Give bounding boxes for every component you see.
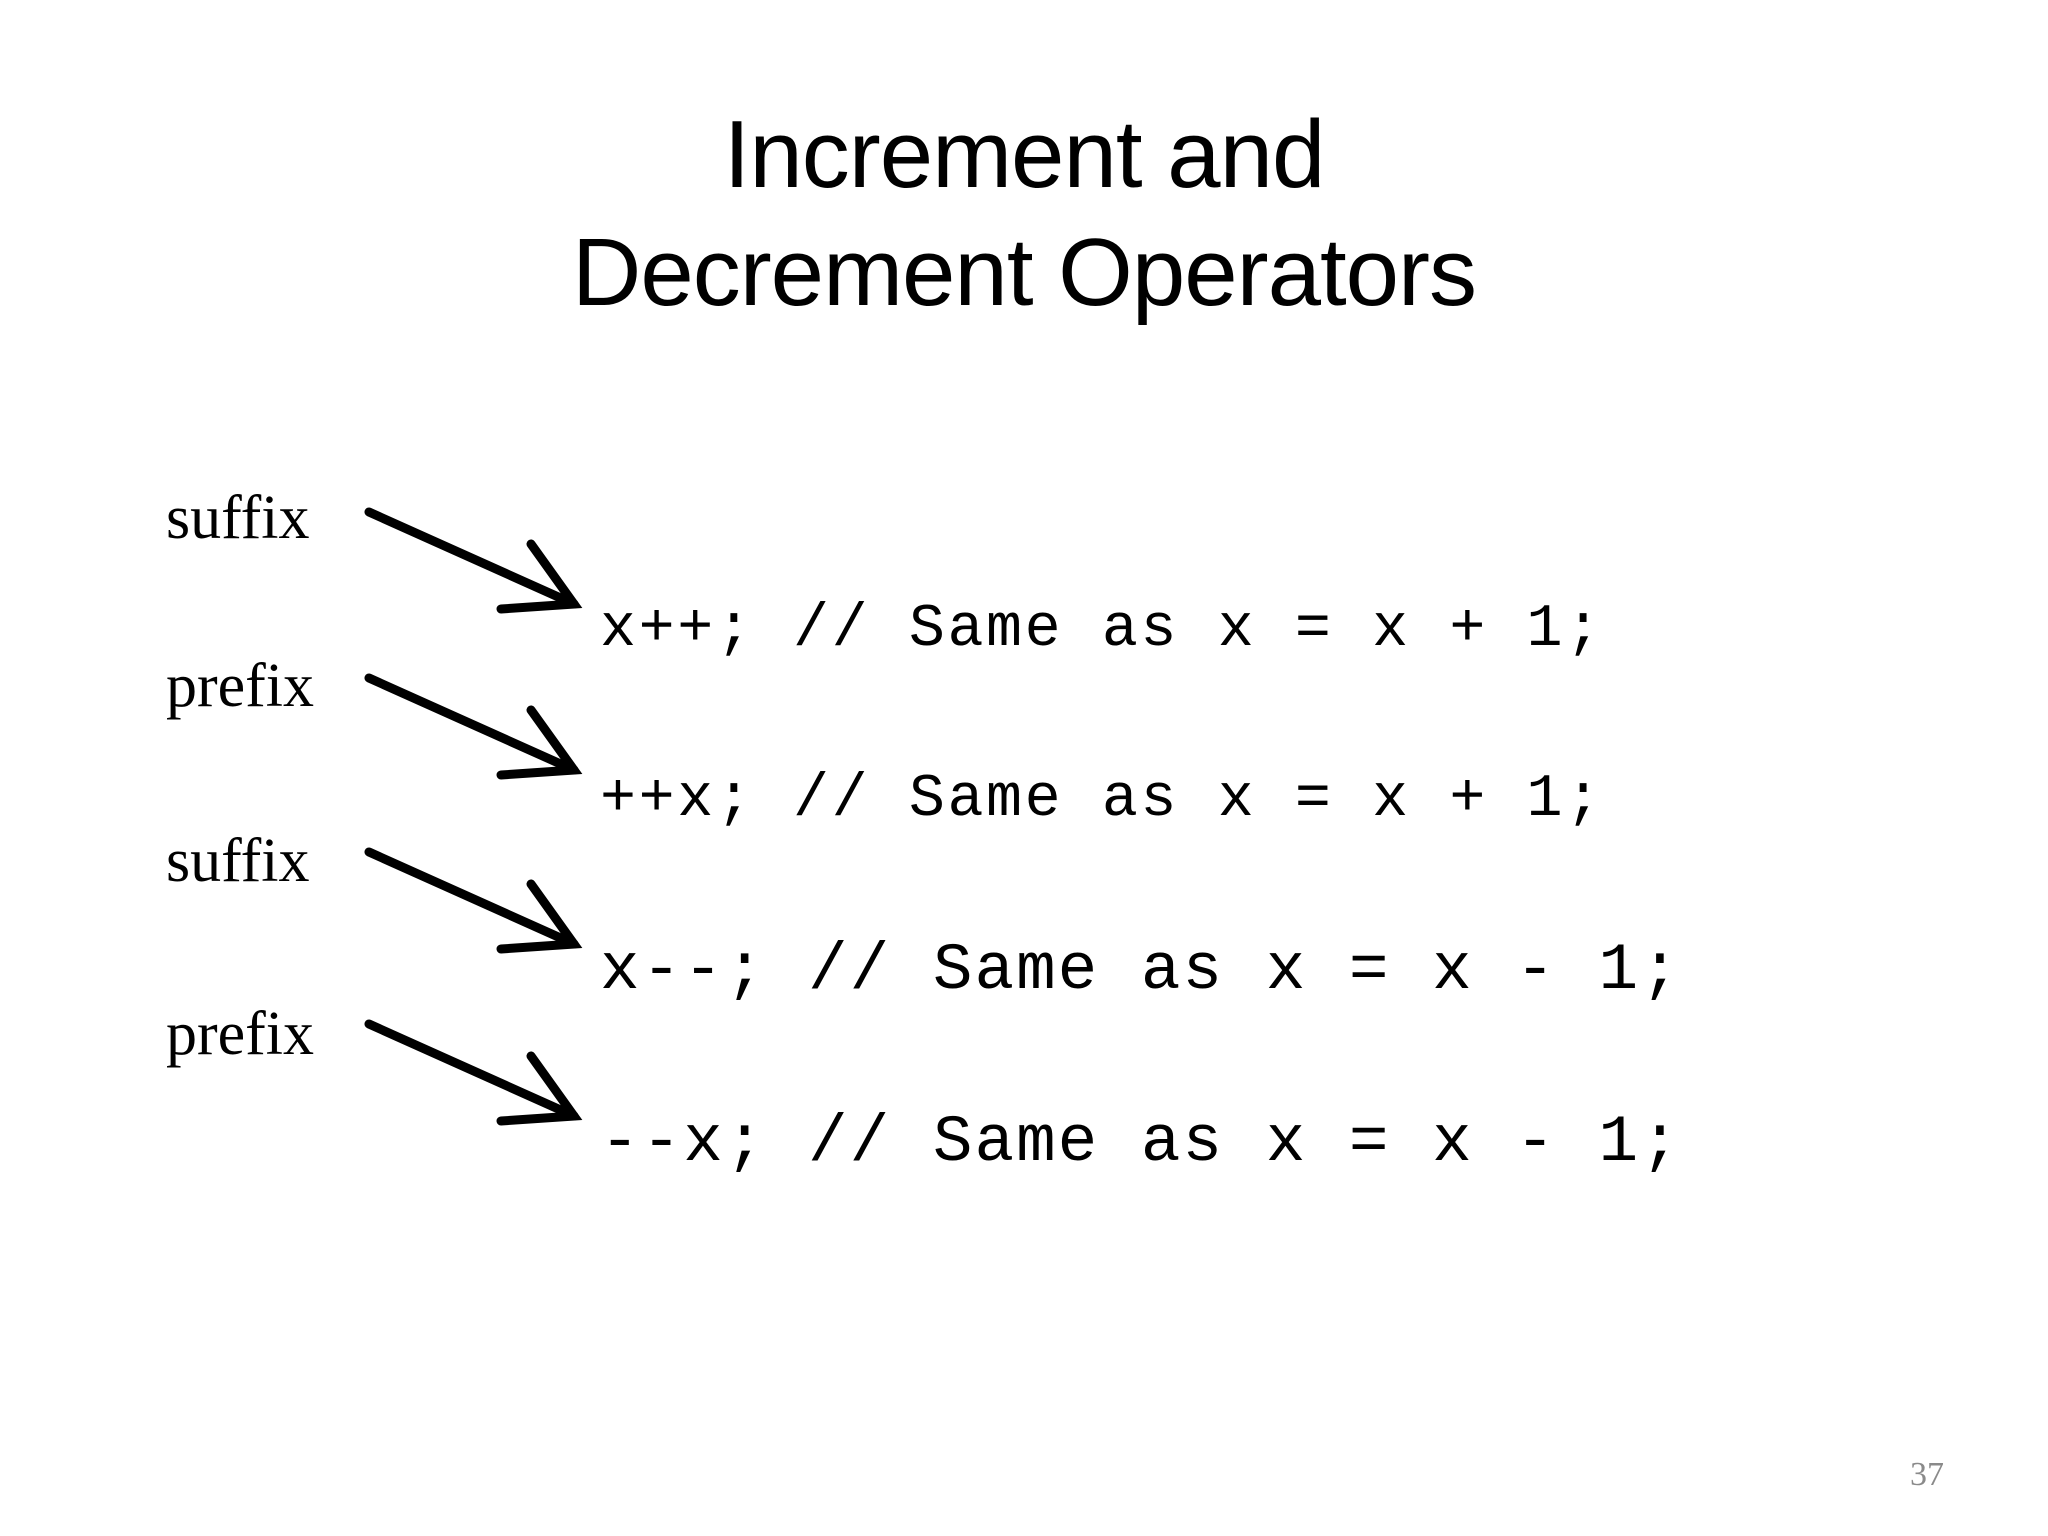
title-line-1: Increment and bbox=[723, 101, 1326, 208]
arrow-icon bbox=[364, 507, 583, 614]
arrow-prefix-decrement-icon bbox=[355, 1012, 595, 1132]
arrow-icon bbox=[364, 847, 583, 954]
arrow-suffix-increment-icon bbox=[355, 500, 595, 620]
code-line-suffix-increment: x++; // Same as x = x + 1; bbox=[600, 596, 1604, 664]
arrow-suffix-decrement-icon bbox=[355, 840, 595, 960]
arrow-icon bbox=[364, 673, 583, 780]
annotation-label-prefix-3: prefix bbox=[166, 1000, 315, 1068]
code-line-prefix-increment: ++x; // Same as x = x + 1; bbox=[600, 766, 1604, 834]
page-title: Increment and Decrement Operators bbox=[0, 96, 2048, 332]
annotation-label-prefix-1: prefix bbox=[166, 652, 315, 720]
arrow-prefix-increment-icon bbox=[355, 666, 595, 786]
annotation-label-suffix-0: suffix bbox=[166, 484, 310, 552]
page-number: 37 bbox=[1910, 1456, 1944, 1493]
annotation-label-suffix-2: suffix bbox=[166, 827, 310, 895]
arrow-icon bbox=[364, 1019, 583, 1126]
code-line-suffix-decrement: x--; // Same as x = x - 1; bbox=[600, 933, 1682, 1008]
title-line-2: Decrement Operators bbox=[571, 219, 1477, 326]
code-line-prefix-decrement: --x; // Same as x = x - 1; bbox=[600, 1105, 1682, 1180]
